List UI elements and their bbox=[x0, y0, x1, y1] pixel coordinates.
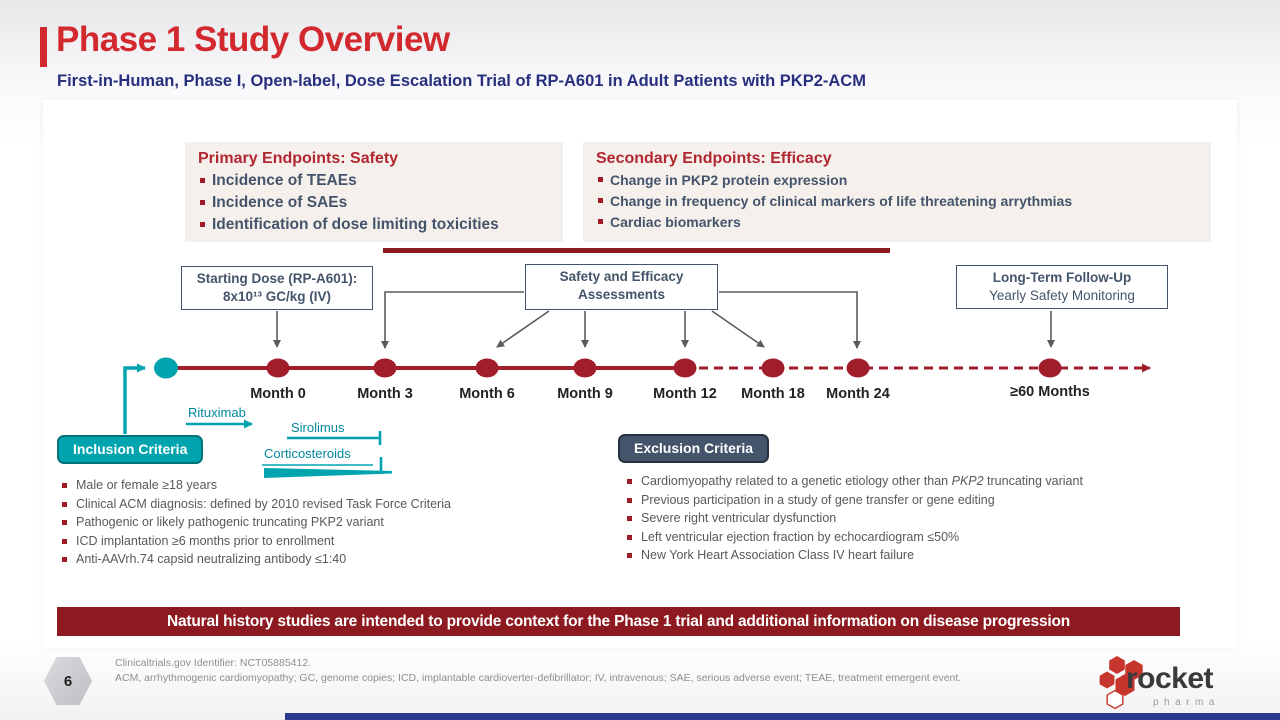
followup-box: Long-Term Follow-Up Yearly Safety Monito… bbox=[956, 265, 1168, 309]
page-title: Phase 1 Study Overview bbox=[56, 20, 450, 59]
rituximab-label: Rituximab bbox=[188, 405, 246, 420]
bullet-square-icon bbox=[200, 200, 205, 205]
bullet-square-icon bbox=[62, 501, 67, 507]
sirolimus-label: Sirolimus bbox=[291, 420, 345, 435]
bullet-square-icon bbox=[627, 479, 632, 484]
exclusion-criteria-list: Cardiomyopathy related to a genetic etio… bbox=[627, 475, 1172, 568]
logo-wordmark: rocket bbox=[1126, 662, 1214, 695]
starting-dose-box: Starting Dose (RP-A601): 8x10¹³ GC/kg (I… bbox=[181, 266, 373, 310]
page-subtitle: First-in-Human, Phase I, Open-label, Dos… bbox=[57, 72, 866, 90]
endpoint-item: Cardiac biomarkers bbox=[610, 214, 741, 230]
endpoint-item: Identification of dose limiting toxiciti… bbox=[212, 216, 499, 233]
list-item: Incidence of SAEs bbox=[198, 192, 550, 214]
footnote: Clinicaltrials.gov Identifier: NCT058854… bbox=[115, 656, 995, 685]
bullet-square-icon bbox=[598, 177, 603, 182]
inclusion-criteria-list: Male or female ≥18 years Clinical ACM di… bbox=[62, 479, 592, 572]
secondary-endpoints-box: Secondary Endpoints: Efficacy Change in … bbox=[583, 142, 1211, 242]
bullet-square-icon bbox=[627, 553, 632, 558]
list-item: Incidence of TEAEs bbox=[198, 170, 550, 192]
exclusion-item: Previous participation in a study of gen… bbox=[641, 492, 995, 507]
bullet-square-icon bbox=[62, 557, 67, 562]
month-label: Month 6 bbox=[459, 386, 515, 402]
bullet-square-icon bbox=[200, 222, 205, 227]
list-item: Anti-AAVrh.74 capsid neutralizing antibo… bbox=[62, 553, 592, 566]
summary-banner: Natural history studies are intended to … bbox=[57, 607, 1180, 636]
followup-line2: Yearly Safety Monitoring bbox=[989, 288, 1135, 303]
exclusion-item: Severe right ventricular dysfunction bbox=[641, 511, 837, 525]
assessments-box: Safety and Efficacy Assessments bbox=[525, 264, 718, 310]
list-item: Cardiac biomarkers bbox=[596, 212, 1198, 233]
endpoint-item: Incidence of TEAEs bbox=[212, 172, 357, 189]
page-number-hexagon: 6 bbox=[44, 657, 92, 705]
exclusion-item: New York Heart Association Class IV hear… bbox=[641, 548, 915, 562]
exclusion-item: Cardiomyopathy related to a genetic etio… bbox=[641, 474, 1083, 488]
list-item: Change in PKP2 protein expression bbox=[596, 170, 1198, 191]
primary-endpoints-box: Primary Endpoints: Safety Incidence of T… bbox=[185, 142, 563, 242]
bullet-square-icon bbox=[200, 178, 205, 183]
month-label: Month 9 bbox=[557, 386, 613, 402]
secondary-endpoints-title: Secondary Endpoints: Efficacy bbox=[596, 150, 832, 167]
bottom-accent-bar bbox=[285, 713, 1280, 720]
list-item: New York Heart Association Class IV hear… bbox=[627, 549, 1172, 562]
bullet-square-icon bbox=[598, 219, 603, 224]
title-accent-bar bbox=[40, 27, 47, 67]
abbreviations: ACM, arrhythmogenic cardiomyopathy; GC, … bbox=[115, 671, 962, 684]
red-divider-rule bbox=[383, 248, 890, 253]
rocket-pharma-logo-icon bbox=[1099, 656, 1143, 710]
corticosteroids-label: Corticosteroids bbox=[264, 446, 351, 461]
bullet-square-icon bbox=[62, 520, 67, 525]
bullet-square-icon bbox=[627, 516, 632, 521]
list-item: Clinical ACM diagnosis: defined by 2010 … bbox=[62, 496, 592, 511]
month-label: Month 0 bbox=[250, 386, 306, 402]
bullet-square-icon bbox=[627, 497, 632, 503]
endpoint-item: Change in PKP2 protein expression bbox=[610, 172, 848, 188]
starting-dose-line1: Starting Dose (RP-A601): bbox=[196, 271, 358, 286]
inclusion-item: Anti-AAVrh.74 capsid neutralizing antibo… bbox=[76, 552, 347, 566]
bullet-square-icon bbox=[62, 538, 67, 544]
bullet-square-icon bbox=[598, 198, 603, 203]
page-number: 6 bbox=[63, 672, 73, 690]
assessments-line1: Safety and Efficacy bbox=[559, 269, 684, 284]
list-item: Previous participation in a study of gen… bbox=[627, 492, 1172, 507]
exclusion-item: Left ventricular ejection fraction by ec… bbox=[641, 529, 960, 544]
bullet-square-icon bbox=[62, 483, 67, 488]
month-label: Month 3 bbox=[357, 386, 413, 402]
bullet-square-icon bbox=[627, 534, 632, 540]
inclusion-item: Male or female ≥18 years bbox=[76, 478, 217, 492]
list-item: Change in frequency of clinical markers … bbox=[596, 191, 1198, 212]
month-label: Month 18 bbox=[741, 386, 805, 402]
list-item: Male or female ≥18 years bbox=[62, 479, 592, 492]
list-item: Pathogenic or likely pathogenic truncati… bbox=[62, 516, 592, 529]
assessments-line2: Assessments bbox=[577, 287, 666, 302]
list-item: Severe right ventricular dysfunction bbox=[627, 512, 1172, 525]
logo-tagline: pharma bbox=[1153, 697, 1220, 708]
month-label: ≥60 Months bbox=[1010, 384, 1090, 400]
month-label: Month 24 bbox=[826, 386, 890, 402]
inclusion-item: Clinical ACM diagnosis: defined by 2010 … bbox=[76, 496, 451, 511]
list-item: Left ventricular ejection fraction by ec… bbox=[627, 529, 1172, 544]
inclusion-criteria-tag: Inclusion Criteria bbox=[57, 435, 204, 464]
month-label: Month 12 bbox=[653, 386, 717, 402]
endpoint-item: Incidence of SAEs bbox=[212, 194, 348, 211]
primary-endpoints-title: Primary Endpoints: Safety bbox=[198, 150, 399, 167]
list-item: ICD implantation ≥6 months prior to enro… bbox=[62, 533, 592, 548]
followup-line1: Long-Term Follow-Up bbox=[992, 270, 1132, 285]
trial-identifier: Clinicaltrials.gov Identifier: NCT058854… bbox=[115, 657, 312, 669]
endpoint-item: Change in frequency of clinical markers … bbox=[610, 193, 1073, 209]
starting-dose-line2: 8x10¹³ GC/kg (IV) bbox=[222, 289, 332, 304]
list-item: Cardiomyopathy related to a genetic etio… bbox=[627, 475, 1172, 488]
exclusion-criteria-tag: Exclusion Criteria bbox=[618, 434, 770, 463]
inclusion-item: ICD implantation ≥6 months prior to enro… bbox=[76, 533, 335, 548]
list-item: Identification of dose limiting toxiciti… bbox=[198, 214, 550, 236]
inclusion-item: Pathogenic or likely pathogenic truncati… bbox=[76, 515, 384, 529]
